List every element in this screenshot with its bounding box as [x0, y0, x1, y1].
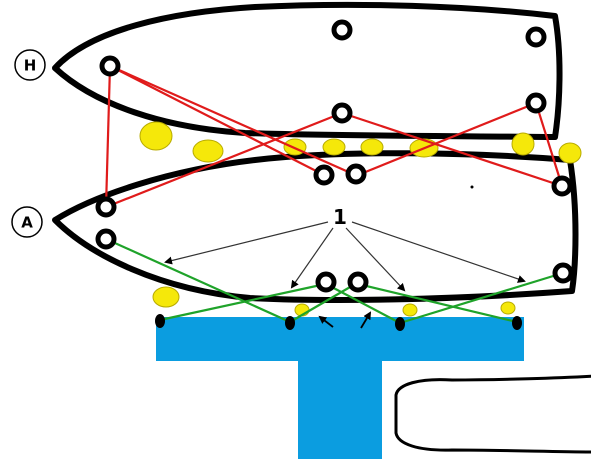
pontoon-bollard-icon — [512, 316, 522, 330]
arrow-line — [351, 221, 526, 283]
speck — [470, 185, 474, 189]
pontoon-bollards — [155, 314, 522, 331]
ring-cleat-icon — [345, 163, 367, 185]
green-line — [159, 281, 331, 322]
label-h-circle — [14, 49, 46, 81]
pontoon-bollard-icon — [285, 316, 295, 330]
pontoon-deck — [156, 317, 524, 361]
arrow-line — [318, 315, 334, 328]
arrow-line — [345, 227, 406, 292]
red-line — [357, 101, 537, 177]
label-a-text: A — [21, 214, 33, 232]
ring-cleat-icon — [313, 164, 335, 186]
pointer-arrows — [164, 221, 526, 329]
ring-cleat-icon — [95, 228, 117, 250]
boat-h-hull — [52, 1, 563, 140]
arrow-line — [360, 311, 372, 329]
pontoon-bollard-icon — [395, 317, 405, 331]
ring-cleat-icon — [331, 102, 353, 124]
fender-icon — [152, 286, 180, 308]
line-marker-text: 1 — [333, 205, 347, 229]
boat-a-lines — [105, 237, 564, 325]
fender-icon — [139, 121, 173, 151]
boat-a-cleats — [95, 163, 574, 293]
ring-cleat-icon — [99, 55, 121, 77]
fender-icon — [402, 303, 418, 317]
label-a: A — [11, 206, 43, 238]
red-line — [341, 111, 563, 188]
green-line — [289, 282, 358, 323]
label-h-text: H — [24, 57, 37, 75]
red-line — [534, 102, 564, 187]
fender-icon — [558, 142, 582, 164]
pontoon-bollard-icon — [155, 314, 165, 328]
label-a-circle — [11, 206, 43, 238]
ring-cleat-icon — [331, 19, 353, 41]
boat-a-hull — [52, 150, 579, 303]
red-line — [105, 111, 343, 209]
green-line — [357, 282, 518, 324]
ring-cleat-icon — [525, 92, 547, 114]
ring-cleat-icon — [551, 175, 573, 197]
fender-icon — [192, 139, 224, 163]
fender-icon — [322, 138, 346, 156]
arrow-line — [290, 227, 334, 289]
ring-cleat-icon — [95, 196, 117, 218]
fender-icon — [511, 132, 535, 156]
arrow-line — [164, 221, 329, 265]
pontoon-stem — [298, 361, 382, 459]
green-line — [325, 283, 401, 324]
boat-h-cleats — [99, 19, 547, 124]
green-line — [399, 271, 564, 325]
ring-cleat-icon — [552, 262, 574, 284]
label-h: H — [14, 49, 46, 81]
third-boat-hull — [394, 374, 591, 454]
boat-h-lines — [104, 64, 564, 209]
ring-cleat-icon — [347, 271, 369, 293]
ring-cleat-icon — [315, 271, 337, 293]
red-line — [109, 65, 325, 176]
red-line — [109, 64, 354, 176]
red-line — [104, 65, 112, 208]
ring-cleat-icon — [525, 26, 547, 48]
fender-icon — [360, 138, 384, 156]
pontoon — [156, 317, 524, 459]
green-line — [105, 237, 291, 324]
fender-icon — [500, 301, 516, 315]
